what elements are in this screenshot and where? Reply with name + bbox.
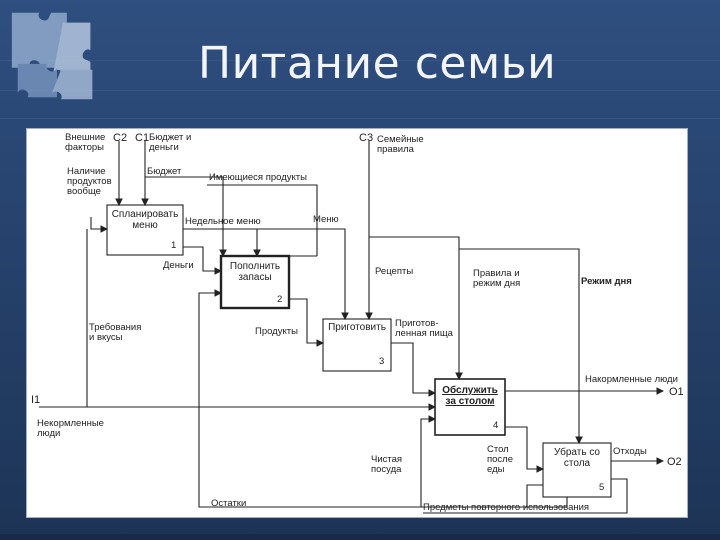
box-5-label: Убрать со стола bbox=[553, 447, 600, 469]
label-weekly-menu: Недельное меню bbox=[185, 216, 261, 227]
arrow-cooked-food bbox=[391, 342, 437, 397]
arrow-table-after-food bbox=[505, 426, 545, 473]
label-table-after-food: Стол после еды bbox=[487, 444, 514, 475]
arrow-menu bbox=[183, 228, 349, 321]
box-1-number: 1 bbox=[171, 240, 177, 251]
label-money: Деньги bbox=[163, 260, 194, 271]
page-title: Питание семьи bbox=[198, 38, 557, 89]
label-fed-people: Накормленные люди bbox=[585, 374, 678, 385]
label-unfed-people: Некормленные люди bbox=[37, 418, 104, 439]
label-clean-dishes: Чистая посуда bbox=[371, 454, 403, 475]
idef0-diagram: Спланировать меню 1 Пополнить запасы 2 П… bbox=[26, 128, 688, 518]
box-4-number: 4 bbox=[493, 420, 499, 431]
arrow-budget-to-box2 bbox=[145, 176, 227, 258]
label-external-factors: Внешние факторы bbox=[65, 132, 106, 153]
label-rules-schedule: Правила и режим дня bbox=[473, 268, 521, 289]
label-budget: Бюджет bbox=[147, 166, 182, 177]
label-products-availability: Наличие продуктов вообще bbox=[67, 166, 112, 197]
arrow-available-products bbox=[207, 184, 318, 256]
label-products: Продукты bbox=[255, 326, 298, 337]
arrow-money bbox=[183, 246, 223, 275]
label-waste: Отходы bbox=[613, 446, 647, 457]
box-2-number: 2 bbox=[277, 294, 283, 305]
label-recipes: Рецепты bbox=[375, 266, 414, 277]
label-day-schedule: Режим дня bbox=[581, 276, 632, 287]
bottom-bar bbox=[0, 534, 720, 540]
tag-c2: C2 bbox=[113, 132, 128, 144]
tag-o1: O1 bbox=[669, 386, 684, 398]
arrow-products bbox=[289, 298, 325, 347]
tag-i1: I1 bbox=[31, 394, 41, 406]
box-4-label: Обслужить за столом bbox=[442, 385, 498, 407]
box-2-label: Пополнить запасы bbox=[229, 261, 281, 283]
label-available-products: Имеющиеся продукты bbox=[209, 172, 307, 183]
box-5-number: 5 bbox=[599, 482, 605, 493]
box-3-label: Приготовить bbox=[328, 322, 386, 333]
label-family-rules: Семейные правила bbox=[377, 134, 424, 155]
tag-c3: C3 bbox=[359, 132, 374, 144]
box-1-label: Спланировать меню bbox=[111, 209, 179, 231]
tag-o2: O2 bbox=[667, 456, 682, 468]
box-3-number: 3 bbox=[379, 356, 385, 367]
arrow-leftovers bbox=[198, 289, 543, 508]
puzzle-logo bbox=[11, 12, 93, 100]
label-cooked-food: Приготов- ленная пища bbox=[395, 318, 453, 339]
arrow-reusable bbox=[423, 478, 628, 514]
label-reusable-items: Предметы повторного использования bbox=[423, 502, 590, 513]
arrow-products-availability bbox=[90, 217, 109, 233]
label-leftovers: Остатки bbox=[211, 498, 247, 509]
label-requirements-tastes: Требования и вкусы bbox=[89, 322, 142, 343]
arrow-weekly-menu bbox=[183, 228, 261, 258]
label-menu: Меню bbox=[313, 214, 339, 225]
arrow-rules-schedule bbox=[369, 236, 463, 381]
arrow-day-schedule bbox=[459, 248, 583, 445]
label-budget-money: Бюджет и деньги bbox=[149, 132, 192, 153]
tag-c1: C1 bbox=[135, 132, 150, 144]
